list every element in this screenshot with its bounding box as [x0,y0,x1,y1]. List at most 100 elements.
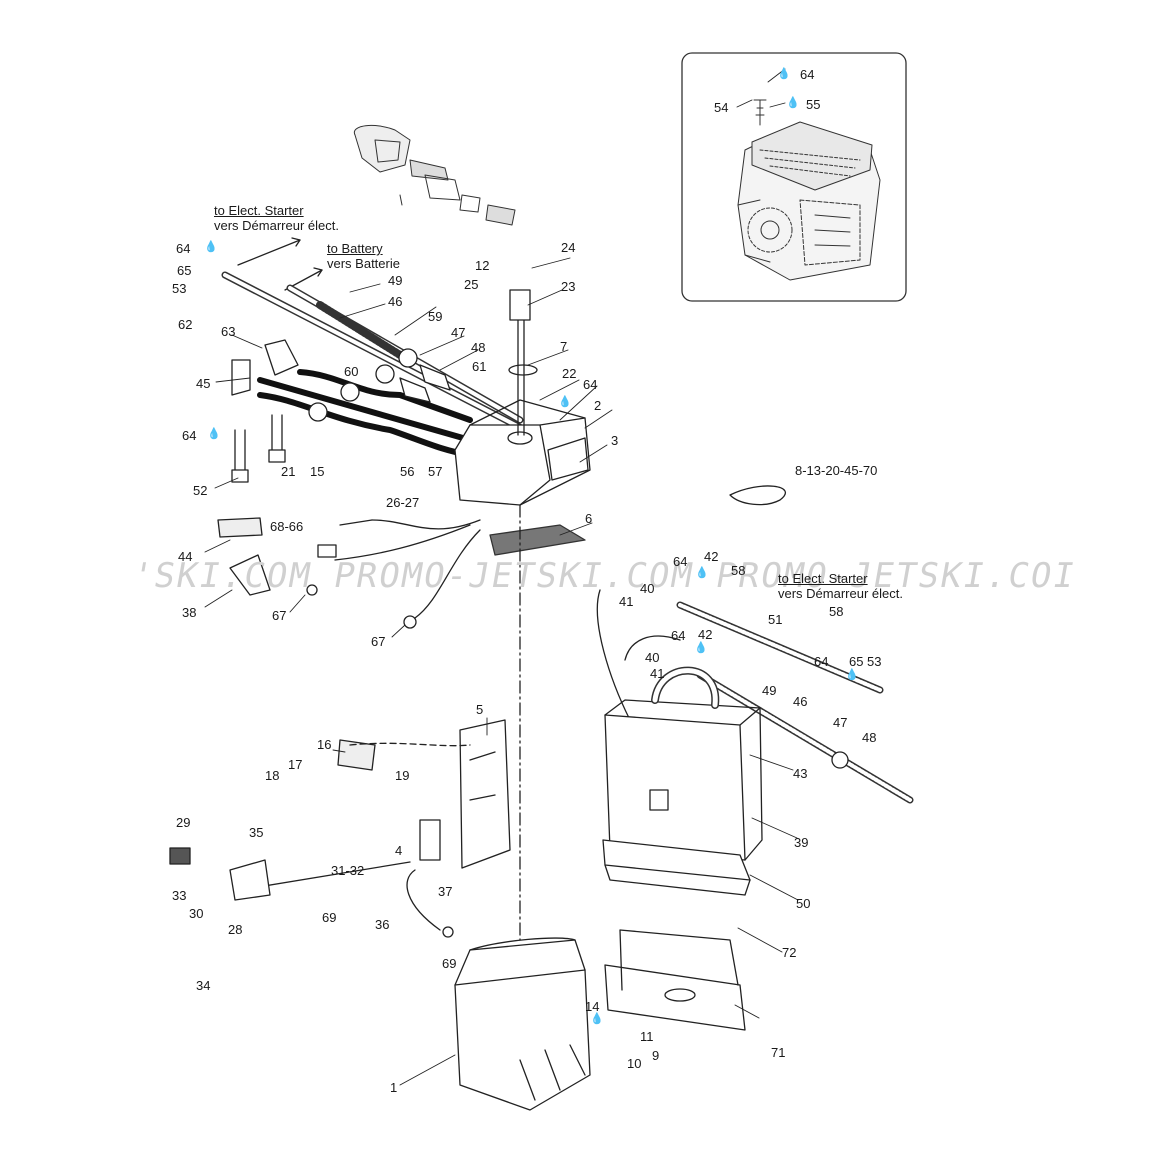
callout-28: 28 [228,922,243,937]
watermark: 'SKI.COM PROMO-JETSKI.COM PROMO-JETSKI.C… [128,556,1080,596]
callout-40: 40 [645,650,660,665]
callout-72: 72 [782,945,797,960]
callout-53: 53 [867,654,882,669]
callout-41: 41 [619,594,634,609]
callout-61: 61 [472,359,487,374]
leader-lines [204,68,799,1086]
mounting-plate [459,719,511,869]
callout-8-13-20-45-70: 8-13-20-45-70 [795,463,878,478]
callout-23: 23 [561,279,576,294]
callout-50: 50 [796,896,811,911]
engine-inset-frame [681,52,907,302]
callout-60: 60 [344,364,359,379]
callout-46: 46 [388,294,403,309]
callout-49: 49 [388,273,403,288]
solenoid [337,739,471,861]
callout-64: 64 [673,554,688,569]
oil-drop-icon: 💧 [695,567,709,579]
note-to-battery: to Battery vers Batterie [327,241,400,271]
callout-45: 45 [196,376,211,391]
callout-54: 54 [714,100,729,115]
callout-9: 9 [652,1048,660,1063]
callout-40: 40 [640,581,655,596]
engine-drawing [737,99,881,281]
note-line-1: to Elect. Starter [778,571,868,586]
callout-64: 64 [814,654,829,669]
oil-drop-icon: 💧 [786,97,800,109]
callout-64: 64 [583,377,598,392]
callout-69: 69 [322,910,337,925]
callout-1: 1 [390,1080,398,1095]
ignition-coil-housing [454,289,591,506]
oil-drop-icon: 💧 [558,396,572,408]
note-line-1: to Elect. Starter [214,203,304,218]
callout-25: 25 [464,277,479,292]
callout-69: 69 [442,956,457,971]
cable-tie-icon [729,485,787,506]
callout-31-32: 31-32 [331,863,365,878]
callout-34: 34 [196,978,211,993]
callout-64: 64 [182,428,197,443]
callout-43: 43 [793,766,808,781]
callout-24: 24 [561,240,576,255]
oil-drop-icon: 💧 [845,669,859,681]
callout-18: 18 [265,768,280,783]
callout-16: 16 [317,737,332,752]
oil-drop-icon: 💧 [207,428,221,440]
callout-58: 58 [829,604,844,619]
callout-64: 64 [176,241,191,256]
note-to-elect-starter: to Elect. Starter vers Démarreur élect. [214,203,339,233]
callout-59: 59 [428,309,443,324]
spark-plugs [231,339,299,483]
oil-drop-icon: 💧 [694,642,708,654]
callout-49: 49 [762,683,777,698]
callout-67: 67 [272,608,287,623]
callout-62: 62 [178,317,193,332]
callout-37: 37 [438,884,453,899]
battery-holder [604,929,746,1031]
callout-44: 44 [178,549,193,564]
small-left-parts [217,517,586,629]
callout-11: 11 [640,1029,654,1044]
callout-46: 46 [793,694,808,709]
callout-42: 42 [704,549,719,564]
callout-57: 57 [428,464,443,479]
callout-12: 12 [475,258,490,273]
callout-29: 29 [176,815,191,830]
note-line-2: vers Batterie [327,256,400,271]
callout-5: 5 [476,702,484,717]
callout-48: 48 [471,340,486,355]
callout-64: 64 [671,628,686,643]
callout-63: 63 [221,324,236,339]
note-line-2: vers Démarreur élect. [214,218,339,233]
callout-56: 56 [400,464,415,479]
callout-10: 10 [627,1056,642,1071]
callout-68-66: 68-66 [270,519,304,534]
callout-48: 48 [862,730,877,745]
callout-4: 4 [395,843,403,858]
battery-cables [596,589,914,804]
battery [604,666,763,861]
callout-15: 15 [310,464,325,479]
callout-7: 7 [560,339,568,354]
battery-tray-pad [602,839,751,896]
oil-drop-icon: 💧 [777,68,791,80]
arrow-elect-starter-1 [237,239,301,266]
callout-21: 21 [281,464,296,479]
callout-71: 71 [771,1045,786,1060]
callout-19: 19 [395,768,410,783]
callout-53: 53 [172,281,187,296]
callout-47: 47 [833,715,848,730]
callout-58: 58 [731,563,746,578]
callout-33: 33 [172,888,187,903]
callout-42: 42 [698,627,713,642]
note-line-1: to Battery [327,241,383,256]
callout-41: 41 [650,666,665,681]
callout-22: 22 [562,366,577,381]
note-to-elect-starter-2: to Elect. Starter vers Démarreur élect. [778,571,903,601]
callout-52: 52 [193,483,208,498]
callout-35: 35 [249,825,264,840]
callout-2: 2 [594,398,602,413]
